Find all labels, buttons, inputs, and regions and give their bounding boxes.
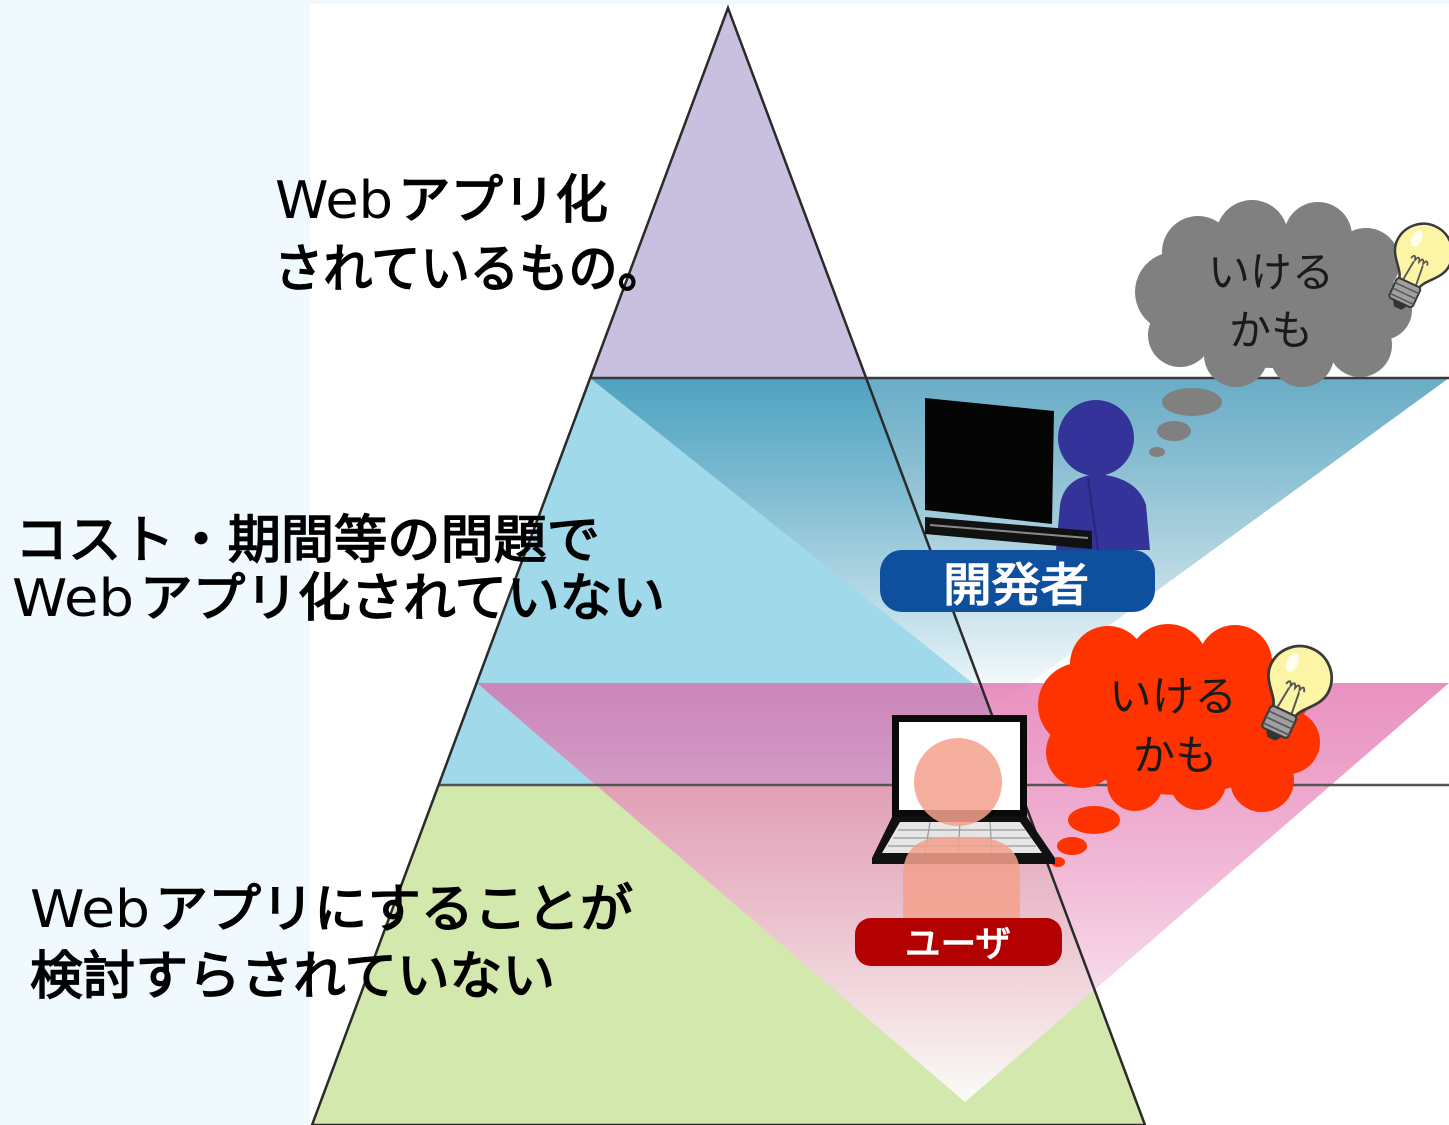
user-thought-line1: いける xyxy=(1109,672,1237,721)
monitor-icon xyxy=(925,398,1054,524)
bulb-glass xyxy=(1267,644,1333,719)
developer-thought-line2: かも xyxy=(1229,306,1313,355)
user-body xyxy=(903,837,1020,928)
developer-thought-bubble xyxy=(1135,200,1412,457)
tier-bottom-label-line2: 検討すらされていない xyxy=(30,947,555,1007)
developer-arm-line xyxy=(1087,477,1099,551)
developer-label: 開発者 xyxy=(943,558,1089,612)
bulb-base xyxy=(1388,277,1422,309)
user-head xyxy=(914,738,1002,826)
tier-top-label-line1: アプリ化 xyxy=(398,171,608,231)
left-background-panel xyxy=(0,0,310,1125)
bulb-thread xyxy=(1389,281,1419,306)
tier-bottom-label-web: Web xyxy=(30,880,150,940)
bulb-filament xyxy=(1402,254,1429,286)
top-background-strip xyxy=(310,0,1449,4)
developer-label-badge xyxy=(880,550,1155,612)
user-thought-line2: かも xyxy=(1133,731,1217,780)
user-label: ユーザ xyxy=(905,924,1011,965)
tier-middle-label-line2: アプリ化されていない xyxy=(140,569,665,629)
light-bulb-icon xyxy=(1388,222,1449,310)
pyramid-tier-top xyxy=(590,8,866,378)
developer-thought-line1: いける xyxy=(1208,248,1334,297)
bulb-glass xyxy=(1393,222,1449,290)
bulb-tip xyxy=(1392,299,1408,310)
bulb-filament xyxy=(1277,680,1306,714)
tier-top-label-line2: されているもの。 xyxy=(274,240,667,300)
developer-head xyxy=(1058,400,1134,476)
keyboard-highlight xyxy=(929,524,1089,539)
bulb-highlight xyxy=(1410,230,1423,248)
tier-middle-label-web: Web xyxy=(12,569,134,629)
user-label-badge xyxy=(855,918,1062,966)
user-person-icon xyxy=(903,738,1020,928)
tier-bottom-label: Web アプリにすることが 検討すらされていない xyxy=(30,880,633,1007)
bulb-highlight xyxy=(1285,653,1299,672)
tier-top-label: Web アプリ化 されているもの。 xyxy=(274,171,667,300)
bulb-tip xyxy=(1266,729,1283,741)
keyboard-icon xyxy=(925,517,1092,549)
tier-middle-label-line1: コスト・期間等の問題で xyxy=(15,511,600,571)
tier-middle-label: コスト・期間等の問題で Web アプリ化されていない xyxy=(12,511,665,629)
light-bulb-icon xyxy=(1261,644,1333,741)
tier-bottom-label-line1: アプリにすることが xyxy=(155,880,633,940)
bulb-thread xyxy=(1262,710,1295,736)
tier-top-label-web: Web xyxy=(275,171,393,231)
